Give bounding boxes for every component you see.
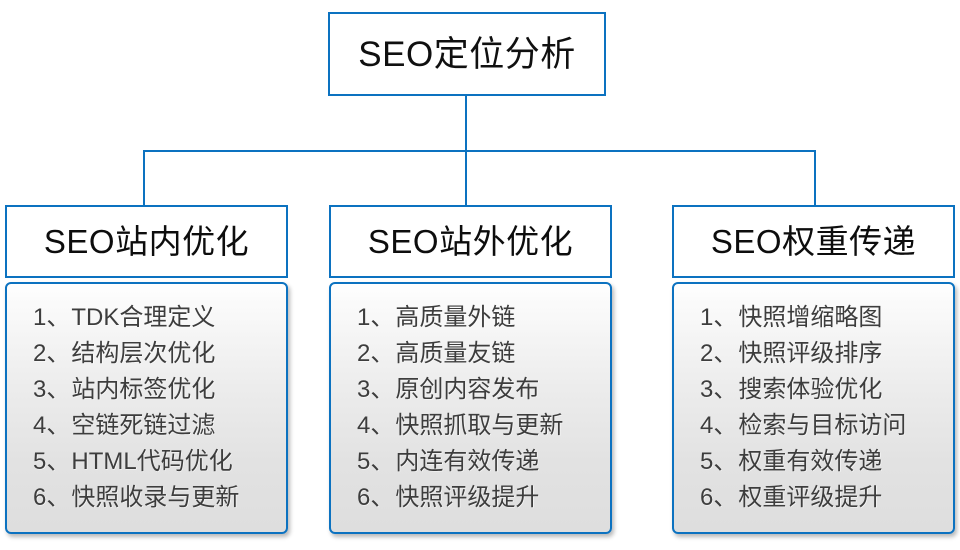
list-item-index: 6 [357,484,371,511]
branch-items-panel-onsite: 1 、 TDK合理定义 2 、 结构层次优化 3 、 站内标签优化 4 、 [5,282,288,534]
list-item-index: 2 [357,340,371,367]
branch-header-label: SEO权重传递 [710,223,917,260]
list-item-label: 快照评级提升 [395,484,540,511]
list-item-label: 快照收录与更新 [71,484,240,511]
list-item: 3 、 站内标签优化 [33,372,286,408]
list-item-index: 5 [33,448,47,475]
list-item-label: 快照抓取与更新 [395,412,564,439]
root-node-seo-positioning-analysis[interactable]: SEO定位分析 [328,12,606,96]
list-item-label: 原创内容发布 [395,376,540,403]
list-item: 4 、 快照抓取与更新 [357,408,610,444]
list-item-index: 4 [357,412,371,439]
root-node-label: SEO定位分析 [358,34,576,74]
connector-horizontal-bus [143,150,816,152]
branch-header-weight-transfer[interactable]: SEO权重传递 [672,205,955,278]
list-item-label: 快照增缩略图 [738,304,883,331]
branch-header-onsite[interactable]: SEO站内优化 [5,205,288,278]
list-item: 3 、 搜索体验优化 [700,372,953,408]
list-item: 3 、 原创内容发布 [357,372,610,408]
list-item-separator: 、 [713,448,738,475]
list-item-separator: 、 [46,412,71,439]
connector-drop-column-1 [143,150,145,207]
list-item-label: 检索与目标访问 [738,412,907,439]
list-item-separator: 、 [46,304,71,331]
list-item-separator: 、 [370,484,395,511]
list-item: 4 、 空链死链过滤 [33,408,286,444]
branch-items-panel-offsite: 1 、 高质量外链 2 、 高质量友链 3 、 原创内容发布 4 、 快 [329,282,612,534]
list-item: 5 、 权重有效传递 [700,444,953,480]
list-item-separator: 、 [370,304,395,331]
branch-column-weight-transfer: SEO权重传递 1 、 快照增缩略图 2 、 快照评级排序 3 、 搜索体验优化 [672,205,955,534]
list-item: 1 、 快照增缩略图 [700,300,953,336]
list-item: 1 、 高质量外链 [357,300,610,336]
list-item: 4 、 检索与目标访问 [700,408,953,444]
branch-column-offsite: SEO站外优化 1 、 高质量外链 2 、 高质量友链 3 、 原创内容发布 [329,205,612,534]
list-item-index: 6 [700,484,714,511]
list-item-index: 1 [700,304,714,331]
list-item: 6 、 快照评级提升 [357,480,610,516]
connector-root-stem [465,96,467,152]
list-item-index: 5 [700,448,714,475]
connector-drop-column-2 [465,150,467,207]
list-item-index: 3 [700,376,714,403]
list-item-separator: 、 [370,340,395,367]
list-item-label: 内连有效传递 [395,448,540,475]
branch-header-offsite[interactable]: SEO站外优化 [329,205,612,278]
list-item: 5 、 HTML代码优化 [33,444,286,480]
branch-header-label: SEO站内优化 [43,223,250,260]
list-item: 6 、 权重评级提升 [700,480,953,516]
list-item: 1 、 TDK合理定义 [33,300,286,336]
list-item: 6 、 快照收录与更新 [33,480,286,516]
list-item-label: 权重评级提升 [738,484,883,511]
list-item-index: 5 [357,448,371,475]
list-item-separator: 、 [370,412,395,439]
list-item-separator: 、 [713,376,738,403]
list-item-label: 权重有效传递 [738,448,883,475]
list-item-index: 1 [33,304,47,331]
list-item-index: 1 [357,304,371,331]
list-item: 5 、 内连有效传递 [357,444,610,480]
list-item-separator: 、 [370,376,395,403]
list-item-index: 2 [33,340,47,367]
list-item-index: 3 [33,376,47,403]
list-item: 2 、 结构层次优化 [33,336,286,372]
list-item-separator: 、 [370,448,395,475]
branch-header-label: SEO站外优化 [367,223,574,260]
list-item-separator: 、 [46,448,71,475]
list-item-label: 高质量外链 [395,304,516,331]
branch-items-panel-weight-transfer: 1 、 快照增缩略图 2 、 快照评级排序 3 、 搜索体验优化 4 、 [672,282,955,534]
list-item-separator: 、 [46,340,71,367]
list-item-label: 结构层次优化 [71,340,216,367]
list-item: 2 、 快照评级排序 [700,336,953,372]
list-item-separator: 、 [46,484,71,511]
list-item-index: 4 [700,412,714,439]
item-list: 1 、 TDK合理定义 2 、 结构层次优化 3 、 站内标签优化 4 、 [7,300,286,516]
item-list: 1 、 高质量外链 2 、 高质量友链 3 、 原创内容发布 4 、 快 [331,300,610,516]
list-item-label: 空链死链过滤 [71,412,216,439]
connector-drop-column-3 [814,150,816,207]
list-item: 2 、 高质量友链 [357,336,610,372]
list-item-index: 3 [357,376,371,403]
branch-column-onsite: SEO站内优化 1 、 TDK合理定义 2 、 结构层次优化 3 、 站内标签优… [5,205,288,534]
list-item-label: 搜索体验优化 [738,376,883,403]
list-item-separator: 、 [713,484,738,511]
list-item-separator: 、 [713,412,738,439]
list-item-label: TDK合理定义 [71,304,216,331]
list-item-index: 4 [33,412,47,439]
list-item-label: 高质量友链 [395,340,516,367]
list-item-label: HTML代码优化 [71,448,233,475]
list-item-separator: 、 [713,340,738,367]
list-item-separator: 、 [713,304,738,331]
list-item-label: 站内标签优化 [71,376,216,403]
list-item-index: 2 [700,340,714,367]
list-item-separator: 、 [46,376,71,403]
list-item-label: 快照评级排序 [738,340,883,367]
item-list: 1 、 快照增缩略图 2 、 快照评级排序 3 、 搜索体验优化 4 、 [674,300,953,516]
list-item-index: 6 [33,484,47,511]
